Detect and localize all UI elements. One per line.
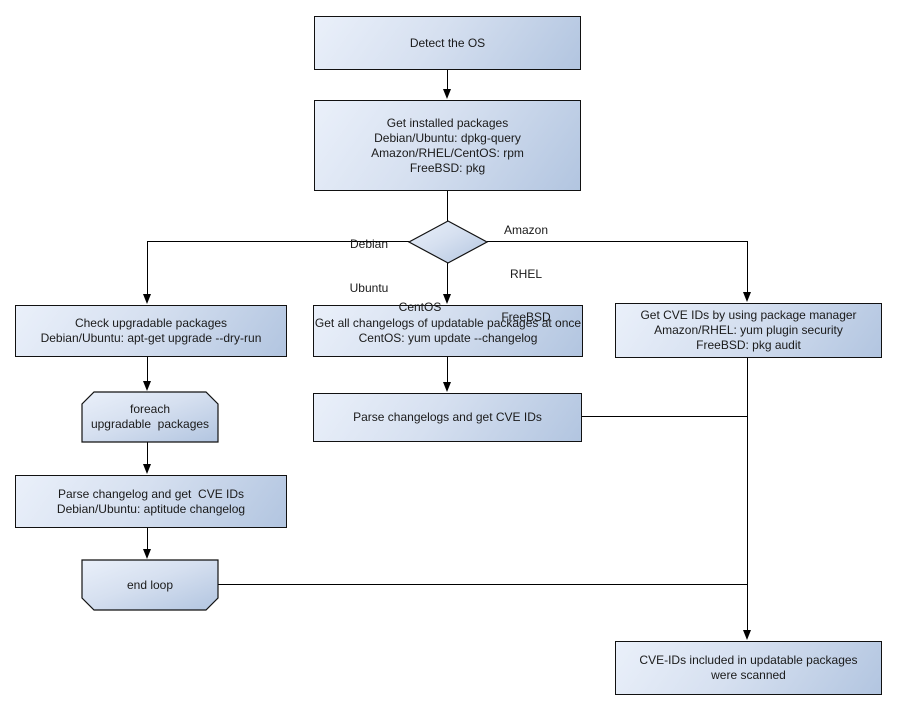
end-loop-shape <box>81 559 219 611</box>
node-text: Detect the OS <box>409 35 486 50</box>
edge-label-text: Amazon <box>503 223 549 237</box>
node-parse-changelogs-centos: Parse changelogs and get CVE IDs <box>313 393 582 442</box>
connector-foreach-to-parse <box>147 442 148 465</box>
arrowhead-down-icon <box>443 382 451 392</box>
node-text: FreeBSD: pkg <box>409 160 486 175</box>
arrowhead-down-icon <box>443 89 451 99</box>
arrowhead-down-icon <box>743 630 751 640</box>
connector-decision-left <box>147 241 409 242</box>
arrowhead-down-icon <box>743 292 751 302</box>
foreach-loop-shape <box>81 391 219 443</box>
node-text: upgradable packages <box>90 417 210 431</box>
os-decision-diamond <box>407 220 489 264</box>
connector-check-to-foreach <box>147 357 148 382</box>
node-get-cve-ids-package-manager: Get CVE IDs by using package manager Ama… <box>615 303 882 358</box>
edge-label-text: RHEL <box>509 266 542 281</box>
edge-label-debian-ubuntu: Debian Ubuntu <box>338 208 400 324</box>
node-text: Parse changelogs and get CVE IDs <box>353 410 542 424</box>
edge-label-text: CentOS <box>398 300 442 314</box>
arrowhead-down-icon <box>143 294 151 304</box>
node-text: CVE-IDs included in updatable packages <box>639 653 858 667</box>
edge-label-centos: CentOS <box>392 271 448 344</box>
node-parse-changelog-debian: Parse changelog and get CVE IDs Debian/U… <box>15 475 287 528</box>
node-text: Parse changelog and get CVE IDs <box>57 486 245 501</box>
node-check-upgradable-packages: Check upgradable packages Debian/Ubuntu:… <box>15 305 287 357</box>
connector-installed-to-decision <box>447 191 448 222</box>
node-text: Amazon/RHEL: yum plugin security <box>654 323 843 337</box>
connector-right-to-result <box>747 358 748 631</box>
node-text: Get all changelogs of updatable packages… <box>314 316 582 330</box>
node-end-loop: end loop <box>82 560 218 610</box>
arrowhead-down-icon <box>143 549 151 559</box>
node-text: Amazon/RHEL/CentOS: rpm <box>371 145 524 160</box>
connector-endloop-merge <box>218 584 748 585</box>
connector-decision-right <box>487 241 748 242</box>
node-text: Get CVE IDs by using package manager <box>640 308 857 322</box>
edge-label-text: Ubuntu <box>349 280 389 295</box>
edge-label-text: Debian <box>349 237 389 251</box>
node-text: Debian/Ubuntu: aptitude changelog <box>56 501 246 516</box>
node-text: Get installed packages <box>386 115 509 130</box>
node-text: FreeBSD: pkg audit <box>696 338 801 352</box>
arrowhead-down-icon <box>143 464 151 474</box>
node-text: CentOS: yum update --changelog <box>358 331 538 345</box>
connector-detect-to-installed <box>447 70 448 90</box>
connector-right-down <box>747 242 748 293</box>
arrowhead-down-icon <box>143 381 151 391</box>
node-text: foreach <box>129 402 171 416</box>
arrowhead-down-icon <box>443 294 451 304</box>
node-foreach-loop-start: foreach upgradable packages <box>82 392 218 442</box>
node-detect-os: Detect the OS <box>314 16 581 70</box>
edge-label-text: FreeBSD <box>501 310 551 324</box>
node-get-all-changelogs: Get all changelogs of updatable packages… <box>313 305 583 357</box>
node-get-installed-packages: Get installed packages Debian/Ubuntu: dp… <box>314 100 581 191</box>
node-text: end loop <box>126 577 174 592</box>
node-text: Check upgradable packages <box>74 316 228 330</box>
connector-left-down <box>147 242 148 295</box>
node-text: were scanned <box>711 668 786 682</box>
node-text: Debian/Ubuntu: dpkg-query <box>374 130 521 145</box>
connector-parse-centos-merge <box>582 416 748 417</box>
node-text: Debian/Ubuntu: apt-get upgrade --dry-run <box>40 331 262 345</box>
connector-changelogs-to-parse <box>447 357 448 383</box>
node-result-scanned: CVE-IDs included in updatable packages w… <box>615 641 882 695</box>
connector-parse-to-endloop <box>147 528 148 550</box>
connector-decision-centos-down <box>447 263 448 295</box>
edge-label-amazon-rhel-freebsd: Amazon RHEL FreeBSD <box>494 194 558 354</box>
